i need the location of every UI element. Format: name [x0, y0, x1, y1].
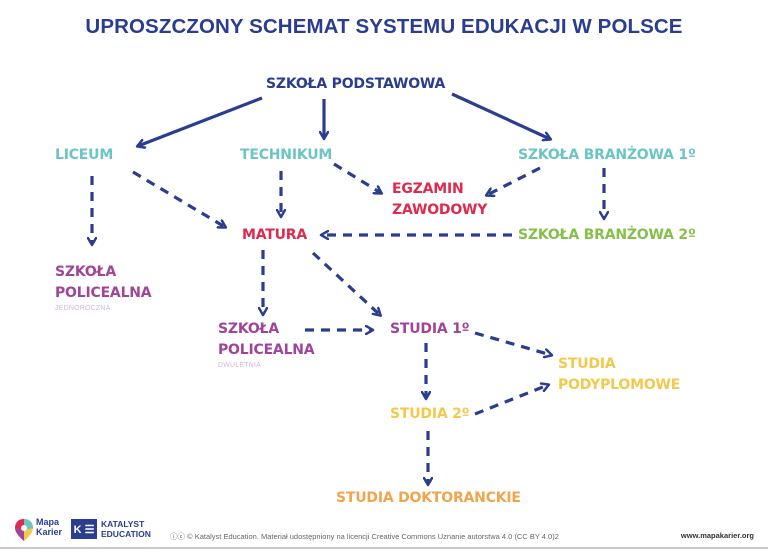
footer-divider [0, 547, 768, 549]
edge-branzowa1-egzamin [487, 166, 541, 195]
policealna2-line-1: SZKOŁA [218, 321, 279, 337]
mapa-karier-wordmark: Mapa Karier [36, 517, 62, 537]
podyplomowe-line-2: PODYPLOMOWE [558, 377, 681, 393]
katalyst-line-2: EDUCATION [101, 529, 151, 539]
mapa-line-1: Mapa [36, 517, 60, 527]
katalyst-logo-icon: K ☰ [71, 519, 97, 539]
mapa-line-2: Karier [36, 527, 63, 537]
footer: Mapa Karier K ☰ KATALYST EDUCATION ⓘⓒ © … [0, 512, 768, 546]
node-szkola-podstawowa: SZKOŁA PODSTAWOWA [266, 76, 446, 92]
node-studia-podyplomowe: STUDIA PODYPLOMOWE [558, 354, 680, 396]
node-technikum: TECHNIKUM [240, 147, 333, 163]
edge-podstawowa-branzowa1 [451, 92, 550, 139]
node-studia-1: STUDIA 1º [390, 321, 470, 337]
policealna1-line-1: SZKOŁA [55, 264, 116, 280]
license-text: ⓘⓒ © Katalyst Education. Materiał udostę… [170, 532, 559, 541]
podyplomowe-line-1: STUDIA [558, 356, 616, 372]
node-egzamin-zawodowy: EGZAMIN ZAWODOWY [392, 179, 487, 221]
node-studia-2: STUDIA 2º [390, 406, 470, 422]
node-matura: MATURA [242, 227, 308, 243]
edge-podstawowa-liceum [138, 96, 263, 146]
edge-matura-studia1 [311, 251, 380, 315]
katalyst-wordmark: KATALYST EDUCATION [101, 519, 151, 539]
edge-liceum-matura [132, 170, 225, 227]
policealna1-subtitle: JEDNOROCZNA [55, 305, 111, 312]
policealna1-line-2: POLICEALNA [55, 285, 152, 301]
node-szkola-policealna-dwuletnia: SZKOŁA POLICEALNA DWULETNIA [218, 319, 315, 370]
node-szkola-branzowa-2: SZKOŁA BRANŻOWA 2º [518, 227, 696, 243]
node-studia-doktoranckie: STUDIA DOKTORANCKIE [336, 490, 521, 506]
node-liceum: LICEUM [55, 147, 114, 163]
node-szkola-branzowa-1: SZKOŁA BRANŻOWA 1º [518, 147, 696, 163]
mapa-karier-logo-icon [15, 519, 33, 541]
egzamin-line-1: EGZAMIN [392, 181, 464, 197]
katalyst-line-1: KATALYST [101, 519, 145, 529]
policealna2-line-2: POLICEALNA [218, 342, 315, 358]
egzamin-line-2: ZAWODOWY [392, 202, 488, 218]
website-link[interactable]: www.mapakarier.org [680, 531, 754, 540]
policealna2-subtitle: DWULETNIA [218, 362, 262, 369]
edge-studia1-podyplomowe [474, 331, 551, 355]
diagram-title: UPROSZCZONY SCHEMAT SYSTEMU EDUKACJI W P… [85, 15, 683, 38]
edge-technikum-egzamin [333, 162, 381, 193]
node-szkola-policealna-jednoroczna: SZKOŁA POLICEALNA JEDNOROCZNA [55, 262, 152, 313]
edge-studia2-podyplomowe [474, 385, 548, 416]
